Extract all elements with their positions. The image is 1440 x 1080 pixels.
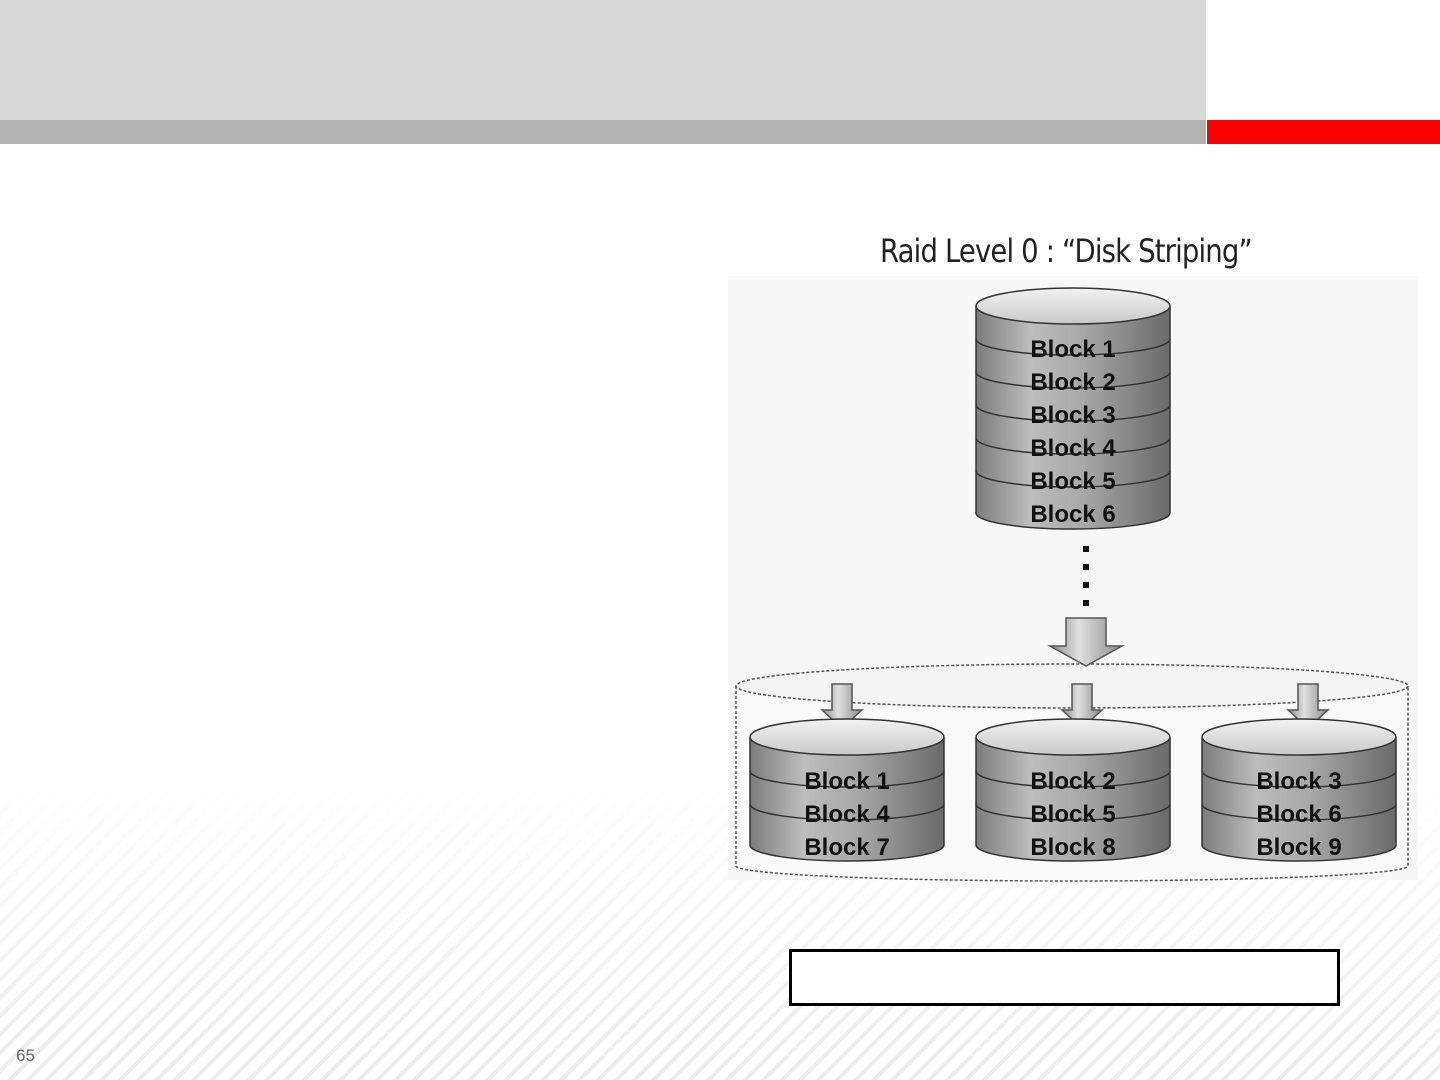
stripe-block-label: Block 5 — [1030, 801, 1115, 828]
dotted-connector — [1083, 546, 1089, 606]
raid-diagram: Block 1 Block 2 Block 3 Block 4 Block 5 … — [728, 276, 1418, 882]
main-arrow — [1047, 617, 1125, 667]
stripe-block-label: Block 2 — [1030, 768, 1115, 795]
stripe-disk-3: Block 3 Block 6 Block 9 — [1201, 718, 1397, 862]
source-disk: Block 1 Block 2 Block 3 Block 4 Block 5 … — [975, 287, 1171, 530]
diagram-title: Raid Level 0 : “Disk Striping” — [880, 232, 1253, 270]
source-block-label: Block 3 — [1030, 402, 1115, 429]
stripe-disk-1: Block 1 Block 4 Block 7 — [749, 718, 945, 862]
header-band — [0, 0, 1206, 120]
stripe-block-label: Block 3 — [1256, 768, 1341, 795]
caption-box — [789, 949, 1340, 1006]
source-block-label: Block 5 — [1030, 468, 1115, 495]
stripe-disk-2: Block 2 Block 5 Block 8 — [975, 718, 1171, 862]
stripe-block-label: Block 8 — [1030, 834, 1115, 861]
stripe-block-label: Block 7 — [804, 834, 889, 861]
header-bar — [0, 120, 1206, 144]
source-block-label: Block 1 — [1030, 336, 1115, 363]
stripe-block-label: Block 1 — [804, 768, 889, 795]
source-block-label: Block 4 — [1030, 435, 1116, 462]
source-block-label: Block 2 — [1030, 369, 1115, 396]
stripe-block-label: Block 4 — [804, 801, 890, 828]
accent-bar — [1207, 120, 1440, 144]
source-block-label: Block 6 — [1030, 501, 1115, 528]
stripe-block-label: Block 6 — [1256, 801, 1341, 828]
stripe-block-label: Block 9 — [1256, 834, 1341, 861]
page-number: 65 — [16, 1046, 35, 1065]
